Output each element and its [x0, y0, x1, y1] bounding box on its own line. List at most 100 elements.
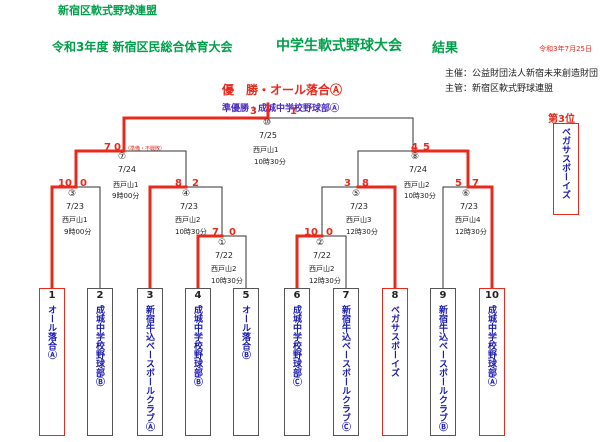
team-name: オール落合Ⓑ — [240, 305, 250, 359]
organization-title: 新宿区軟式野球連盟 — [58, 4, 157, 17]
result-label: 結果 — [432, 41, 459, 56]
host-text: 主催：公益財団法人新宿未来創造財団 — [445, 69, 599, 79]
team-name: 成城中学校野球部Ⓒ — [291, 305, 301, 386]
game-venue: 西戸山2 — [309, 265, 335, 273]
score-g7-left: 7 — [104, 142, 111, 153]
game-time: 10時30分 — [211, 277, 243, 285]
score-g2-left: 10 — [304, 227, 318, 238]
team-number: 9 — [439, 290, 447, 301]
game-number: ⑥ — [462, 189, 471, 199]
team-name: 新宿牛込ベースボールクラブⒷ — [437, 305, 447, 431]
game-number: ⑦ — [118, 152, 127, 162]
game-time: 9時00分 — [64, 228, 92, 236]
game-date: 7/24 — [118, 165, 136, 174]
game-number: ② — [316, 238, 325, 248]
game-date: 7/23 — [180, 202, 198, 211]
game-time: 10時30分 — [175, 228, 207, 236]
winner-path — [74, 149, 126, 189]
team-name: オール落合Ⓐ — [46, 305, 56, 359]
team-box-4: 4 成城中学校野球部Ⓑ — [185, 288, 211, 436]
game-date: 7/23 — [66, 202, 84, 211]
team-box-6: 6 成城中学校野球部Ⓒ — [284, 288, 310, 436]
winner-path — [411, 149, 470, 189]
team-number: 3 — [146, 290, 154, 301]
team-box-1: 1 オール落合Ⓐ — [39, 288, 65, 436]
score-g5-left: 3 — [344, 178, 351, 189]
game-time: 10時30分 — [404, 192, 436, 200]
game-time: 9時00分 — [112, 192, 140, 200]
team-number: 5 — [242, 290, 250, 301]
winner-path — [466, 185, 494, 290]
game-venue: 西戸山2 — [404, 181, 430, 189]
game-date: 7/23 — [460, 202, 478, 211]
game-number: ⑤ — [352, 189, 361, 199]
team-name: 成城中学校野球部Ⓑ — [192, 305, 202, 386]
game-time: 12時30分 — [346, 228, 378, 236]
team-number: 8 — [391, 290, 399, 301]
game-date: 7/22 — [215, 251, 233, 260]
winner-path — [148, 185, 188, 290]
document-date: 令和3年7月25日 — [539, 45, 592, 53]
winner-path — [196, 234, 224, 290]
game-venue: 西戸山1 — [62, 216, 88, 224]
score-g2-right: 0 — [326, 227, 333, 238]
team-number: 7 — [342, 290, 350, 301]
game-note: （準備・不戦敗） — [125, 146, 166, 152]
game-venue: 西戸山2 — [211, 265, 237, 273]
team-box-3: 3 新宿牛込ベースボールクラブⒶ — [137, 288, 163, 436]
score-g3-right: 0 — [80, 178, 87, 189]
game-venue: 西戸山4 — [455, 216, 481, 224]
team-number: 4 — [194, 290, 202, 301]
team-box-2: 2 成城中学校野球部Ⓑ — [87, 288, 113, 436]
third-place-label: 第3位 — [548, 114, 575, 125]
game-date: 7/23 — [350, 202, 368, 211]
champion-text: 優 勝・オール落合Ⓐ — [222, 83, 343, 97]
runner-up-text: 準優勝・成城中学校野球部Ⓐ — [222, 104, 340, 114]
score-g8-right: 5 — [423, 142, 430, 153]
team-name: ベガサスボーイズ — [389, 305, 399, 377]
game-venue: 西戸山1 — [253, 146, 279, 154]
team-number: 1 — [48, 290, 56, 301]
score-g6-left: 5 — [455, 178, 462, 189]
team-number: 2 — [96, 290, 104, 301]
game-venue: 西戸山3 — [346, 216, 372, 224]
manager-text: 主管：新宿区軟式野球連盟 — [445, 84, 554, 94]
score-g5-right: 8 — [362, 178, 369, 189]
game-venue: 西戸山1 — [113, 181, 139, 189]
score-g6-right: 7 — [472, 178, 479, 189]
score-final-left: 3 — [250, 106, 257, 117]
team-name: 成城中学校野球部Ⓑ — [94, 305, 104, 386]
game-time: 12時30分 — [455, 228, 487, 236]
event-title: 中学生軟式野球大会 — [276, 38, 402, 54]
third-place-box: ベガサスボーイズ — [553, 123, 579, 215]
team-name: 新宿牛込ベースボールクラブⒶ — [144, 305, 154, 431]
score-g4-left: 8 — [175, 178, 182, 189]
game-number: ⑧ — [411, 152, 420, 162]
game-time: 10時30分 — [254, 158, 286, 166]
game-time: 12時30分 — [309, 277, 341, 285]
game-date: 7/22 — [313, 251, 331, 260]
team-name: 成城中学校野球部Ⓐ — [486, 305, 496, 386]
score-g8-left: 4 — [411, 142, 418, 153]
team-box-7: 7 新宿牛込ベースボールクラブⒸ — [333, 288, 359, 436]
score-g7-right: 0 — [114, 142, 121, 153]
score-g1-right: 0 — [229, 227, 236, 238]
game-number: ① — [218, 238, 227, 248]
score-g1-left: 7 — [212, 227, 219, 238]
team-box-10: 10 成城中学校野球部Ⓐ — [479, 288, 505, 436]
third-place-team: ベガサスボーイズ — [560, 127, 570, 199]
winner-path — [295, 234, 324, 290]
winner-path — [50, 185, 78, 290]
team-number: 10 — [485, 290, 499, 301]
score-g4-right: 2 — [192, 178, 199, 189]
team-box-5: 5 オール落合Ⓑ — [233, 288, 259, 436]
game-venue: 西戸山2 — [175, 216, 201, 224]
team-box-9: 9 新宿牛込ベースボールクラブⒷ — [430, 288, 456, 436]
game-date: 7/24 — [409, 165, 427, 174]
winner-path — [122, 102, 270, 153]
team-box-8: 8 ベガサスボーイズ — [382, 288, 408, 436]
winner-path — [356, 185, 397, 290]
score-final-right: 1 — [290, 106, 297, 117]
game-date: 7/25 — [259, 131, 277, 140]
